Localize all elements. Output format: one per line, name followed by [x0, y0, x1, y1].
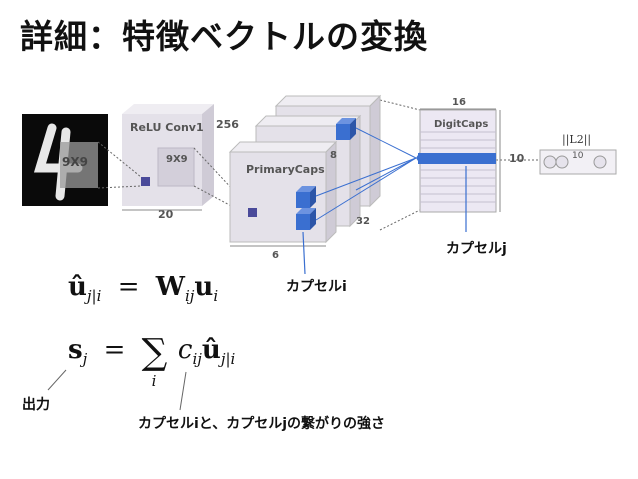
primarycaps-count: 32 — [356, 216, 370, 227]
capsule-i-annotation: カプセルi — [286, 279, 347, 295]
eq1-lhs: û — [68, 272, 87, 302]
primary-capsule-i — [296, 208, 316, 230]
primarycaps-block: PrimaryCaps 8 32 6 — [228, 94, 382, 261]
relu-kernel-label: 9X9 — [166, 154, 188, 165]
eq2-u: û — [201, 335, 221, 365]
eq1-W: W — [155, 272, 185, 302]
primarycaps-title: PrimaryCaps — [246, 163, 325, 176]
digitcaps-block: DigitCaps 16 10 — [416, 97, 525, 213]
digitcaps-count: 10 — [509, 152, 525, 165]
relu-title: ReLU Conv1 — [130, 121, 204, 134]
equation-prediction: ûj|i = Wijui — [68, 272, 218, 305]
eq1-lhs-sub: j|i — [86, 287, 102, 306]
capsule-j-bar — [418, 153, 496, 164]
primarycaps-width: 6 — [272, 250, 279, 261]
eq2-lhs: s — [68, 335, 83, 365]
input-patch-label: 9X9 — [62, 155, 88, 169]
primarycaps-depth: 8 — [330, 150, 337, 161]
relu-depth: 256 — [216, 118, 239, 131]
eq2-sum-sub: i — [151, 372, 157, 390]
output-count: 10 — [572, 151, 584, 161]
relu-width: 20 — [158, 208, 174, 221]
eq1-u-sub: i — [213, 287, 219, 306]
primary-capsule — [296, 186, 316, 208]
primary-capsule — [336, 118, 356, 140]
eq2-sum: ∑ — [141, 332, 168, 373]
slide-title: 詳細：特徴ベクトルの変換 — [20, 17, 428, 56]
routing-lines — [315, 127, 417, 221]
eq1-W-sub: ij — [184, 287, 195, 306]
eq2-equals: = — [103, 335, 126, 365]
annotation-pointers — [302, 166, 467, 275]
eq1-equals: = — [117, 272, 140, 302]
digitcaps-dim: 16 — [452, 97, 466, 108]
input-image: 9X9 — [22, 114, 108, 206]
coupling-annotation: カプセルiと、カプセルjの繋がりの強さ — [138, 416, 386, 432]
output-label: ||L2|| — [562, 133, 591, 147]
output-norm: ||L2|| 10 — [539, 133, 617, 175]
eq2-c: c — [177, 335, 193, 365]
eq1-u: u — [194, 272, 214, 302]
eq-pointers — [47, 369, 187, 411]
eq2-lhs-sub: j — [82, 350, 88, 369]
eq2-u-sub: j|i — [220, 350, 236, 369]
output-annotation: 出力 — [22, 397, 50, 413]
relu-conv1-block: ReLU Conv1 256 9X9 20 — [122, 104, 239, 221]
equation-weighted-sum: sj = ∑ i cijûj|i — [68, 332, 235, 392]
eq2-c-sub: ij — [192, 350, 202, 369]
capsule-j-annotation: カプセルj — [446, 241, 507, 257]
digitcaps-title: DigitCaps — [434, 119, 488, 130]
